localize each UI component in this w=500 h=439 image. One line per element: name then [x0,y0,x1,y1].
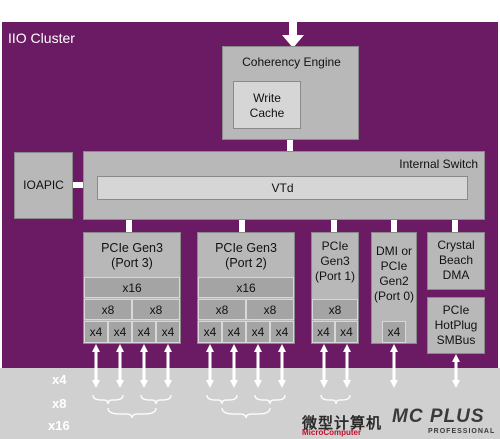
port3-x4-cell: x4 [84,321,108,343]
port2-x4-cell: x4 [270,321,294,343]
vtd-label: VTd [271,181,294,195]
write-cache-box: Write Cache [233,81,301,129]
port3-title: PCIe Gen3 (Port 3) [101,241,163,270]
lane-label-x4: x4 [52,372,67,387]
port3-x8-cell: x8 [84,299,132,320]
port2-x4-cell: x4 [222,321,246,343]
coherency-switch-connector [287,140,293,152]
internal-switch-label: Internal Switch [399,157,478,171]
lane-arrow [278,344,286,388]
port2-x8-cell: x8 [198,299,246,320]
x16-brace [107,407,157,419]
lane-arrow [320,344,328,388]
lane-arrow [116,344,124,388]
port2-x8-cell: x8 [246,299,294,320]
port1-title: PCIe Gen3 (Port 1) [314,239,355,283]
port3-x16-cell: x16 [84,277,180,298]
lane-area-background [0,368,500,439]
cluster-title: IIO Cluster [8,30,75,46]
x16-brace [221,407,271,419]
port3-x4-cell: x4 [108,321,132,343]
x8-brace [206,394,238,405]
port1-x4-cell: x4 [312,321,335,343]
port1-x8-cell: x8 [312,299,358,320]
switch-port1-connector [331,220,337,232]
lane-arrow [140,344,148,388]
pcie-hotplug-smbus-box: PCIe HotPlug SMBus [427,297,485,354]
internal-switch-box: Internal Switch VTd [83,151,485,220]
lane-label-x16: x16 [48,418,70,433]
port2-x4-cell: x4 [246,321,270,343]
lane-arrows [92,344,460,419]
port3-x4-cell: x4 [132,321,156,343]
watermark-logo: MC PLUS [392,406,485,427]
lane-arrow [164,344,172,388]
port2-title: PCIe Gen3 (Port 2) [215,241,277,270]
port0-x4-cell: x4 [382,321,406,343]
lane-arrow [452,354,460,388]
lane-arrow [254,344,262,388]
watermark-sub: PROFESSIONAL [428,428,496,435]
lane-arrow [230,344,238,388]
port2-x16-cell: x16 [198,277,294,298]
x8-brace [254,394,286,405]
lane-arrow [92,344,100,388]
lane-arrow [206,344,214,388]
ioapic-box: IOAPIC [14,152,73,219]
write-cache-label: Write Cache [249,91,285,120]
port2-x4-cell: x4 [198,321,222,343]
watermark-chinese: 微型计算机 [302,415,383,432]
switch-crystal-connector [452,220,458,232]
vtd-box: VTd [97,176,468,200]
port3-x8-cell: x8 [132,299,180,320]
switch-port2-connector [239,220,245,232]
x8-brace [92,394,124,405]
lane-arrow [343,344,351,388]
watermark-english: MicroComputer [302,428,362,437]
crystal-beach-dma-box: Crystal Beach DMA [427,232,485,290]
coherency-engine-box: Coherency Engine Write Cache [222,46,359,140]
switch-port0-connector [391,220,397,232]
lane-label-x8: x8 [52,396,67,411]
port0-title: DMI or PCIe Gen2 (Port 0) [373,244,414,303]
pcie-hotplug-smbus-label: PCIe HotPlug SMBus [434,303,478,347]
x8-brace [320,394,351,405]
top-bidirectional-arrow [282,0,304,48]
ioapic-switch-connector [73,182,83,188]
port1-x4-cell: x4 [335,321,358,343]
lane-arrow [390,344,398,388]
ioapic-label: IOAPIC [23,178,64,192]
port3-x4-cell: x4 [156,321,180,343]
coherency-engine-label: Coherency Engine [242,55,341,69]
x8-brace [140,394,172,405]
crystal-beach-dma-label: Crystal Beach DMA [437,238,475,282]
switch-port3-connector [126,220,132,232]
